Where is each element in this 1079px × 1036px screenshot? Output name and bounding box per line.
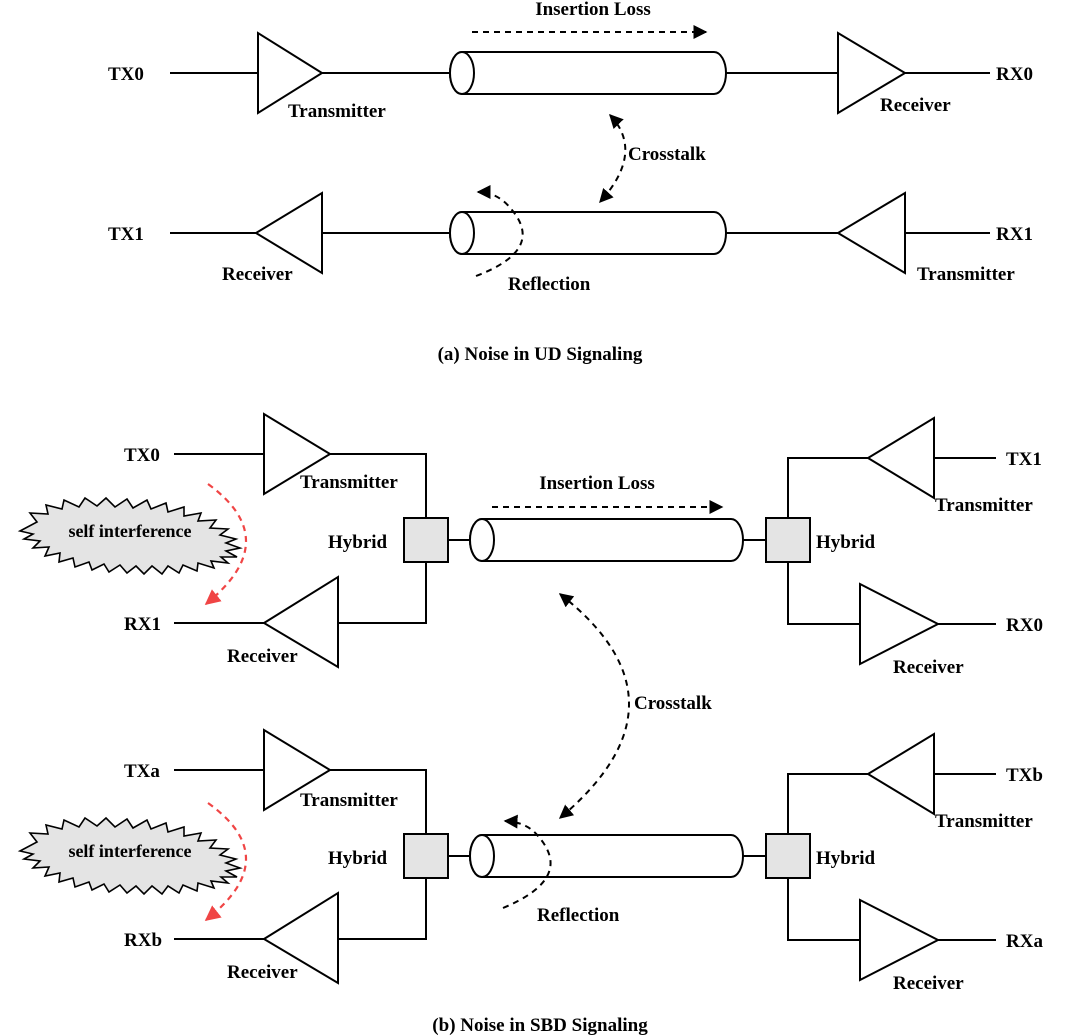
- ud-top-link: [170, 31, 990, 115]
- wire: [330, 453, 427, 518]
- ud-crosstalk-arrow: [599, 113, 627, 204]
- sbd-pair1-left-hybrid: [403, 517, 449, 563]
- sbd-pair2-right-receiver-label: Receiver: [893, 973, 964, 994]
- ud-reflection-arrow: [475, 185, 524, 277]
- wire: [787, 773, 868, 834]
- sbd-pair2-self-interference-burst: [17, 816, 243, 896]
- ud-insertion-loss-label: Insertion Loss: [535, 0, 651, 20]
- sbd-pair2-left-hybrid: [403, 833, 449, 879]
- wire: [338, 878, 427, 940]
- sbd-reflection-label: Reflection: [537, 905, 620, 926]
- ud-cable-top: [449, 51, 727, 95]
- ud-rx1-label: RX1: [996, 224, 1033, 245]
- sbd-panel: Insertion Loss TX0 RX1 TX1 RX0 Transmitt…: [17, 412, 1043, 1036]
- ud-receiver-bottom-label: Receiver: [222, 264, 293, 285]
- sbd-crosstalk-label: Crosstalk: [634, 693, 712, 714]
- sbd-reflection-arrow: [502, 814, 552, 909]
- sbd-pair2-self-interference-arrow: [204, 802, 248, 921]
- ud-transmitter-bottom-label: Transmitter: [917, 264, 1015, 285]
- sbd-caption: (b) Noise in SBD Signaling: [432, 1015, 648, 1036]
- ud-receiver-bottom: [254, 191, 323, 275]
- sbd-pair1-right-rx-label: RX0: [1006, 615, 1043, 636]
- sbd-pair1-left-receiver-label: Receiver: [227, 646, 298, 667]
- ud-crosstalk-label: Crosstalk: [628, 144, 706, 165]
- sbd-pair1-right-transmitter-label: Transmitter: [935, 495, 1033, 516]
- sbd-pair1-self-interference-label: self interference: [68, 521, 191, 541]
- wire: [787, 878, 860, 941]
- sbd-pair2-cable: [469, 834, 744, 878]
- sbd-pair1-left-rx-label: RX1: [124, 614, 161, 635]
- ud-caption: (a) Noise in UD Signaling: [438, 344, 643, 365]
- sbd-pair2-left-transmitter: [263, 728, 332, 812]
- wire: [787, 562, 860, 625]
- ud-tx0-label: TX0: [108, 64, 144, 85]
- sbd-pair1-self-interference-burst: [17, 496, 243, 576]
- sbd-pair1-right-transmitter: [866, 416, 935, 500]
- sbd-pair1-right-hybrid-label: Hybrid: [816, 532, 876, 553]
- sbd-pair1: [174, 412, 996, 669]
- sbd-pair1-right-receiver: [859, 582, 941, 666]
- sbd-pair2-left-rx-label: RXb: [124, 930, 162, 951]
- sbd-pair2-right-hybrid-label: Hybrid: [816, 848, 876, 869]
- sbd-pair2-right-hybrid: [765, 833, 811, 879]
- sbd-pair2-left-receiver-label: Receiver: [227, 962, 298, 983]
- ud-bottom-link: [170, 191, 990, 275]
- ud-receiver-top: [837, 31, 907, 115]
- ud-reflection-label: Reflection: [508, 274, 591, 295]
- sbd-pair1-left-transmitter-label: Transmitter: [300, 472, 398, 493]
- sbd-pair1-self-interference-arrow: [204, 483, 248, 605]
- sbd-pair2-left-hybrid-label: Hybrid: [328, 848, 388, 869]
- ud-rx0-label: RX0: [996, 64, 1033, 85]
- ud-transmitter-top: [257, 31, 324, 115]
- ud-panel: Insertion Loss TX0 RX0 Transmitter Recei…: [108, 0, 1033, 365]
- sbd-pair2-left-transmitter-label: Transmitter: [300, 790, 398, 811]
- sbd-pair2-self-interference-label: self interference: [68, 841, 191, 861]
- sbd-pair2-right-tx-label: TXb: [1006, 765, 1043, 786]
- ud-transmitter-top-label: Transmitter: [288, 101, 386, 122]
- wire: [787, 457, 868, 518]
- ud-cable-bottom: [449, 211, 727, 255]
- sbd-pair2: [174, 728, 996, 985]
- sbd-pair1-right-receiver-label: Receiver: [893, 657, 964, 678]
- sbd-pair2-right-transmitter-label: Transmitter: [935, 811, 1033, 832]
- sbd-pair1-left-transmitter: [263, 412, 332, 496]
- sbd-insertion-loss-label: Insertion Loss: [539, 473, 655, 494]
- sbd-pair1-right-hybrid: [765, 517, 811, 563]
- sbd-crosstalk-arrow: [558, 593, 630, 819]
- sbd-pair1-left-tx-label: TX0: [124, 445, 160, 466]
- sbd-pair2-right-rx-label: RXa: [1006, 931, 1043, 952]
- sbd-pair1-right-tx-label: TX1: [1006, 449, 1042, 470]
- ud-receiver-top-label: Receiver: [880, 95, 951, 116]
- ud-transmitter-bottom: [836, 191, 906, 275]
- sbd-pair1-cable: [469, 518, 744, 562]
- ud-tx1-label: TX1: [108, 224, 144, 245]
- wire: [330, 769, 427, 834]
- sbd-pair2-right-transmitter: [866, 732, 935, 816]
- sbd-pair1-left-hybrid-label: Hybrid: [328, 532, 388, 553]
- wire: [338, 562, 427, 624]
- sbd-pair2-left-tx-label: TXa: [124, 761, 160, 782]
- sbd-pair2-right-receiver: [859, 898, 941, 982]
